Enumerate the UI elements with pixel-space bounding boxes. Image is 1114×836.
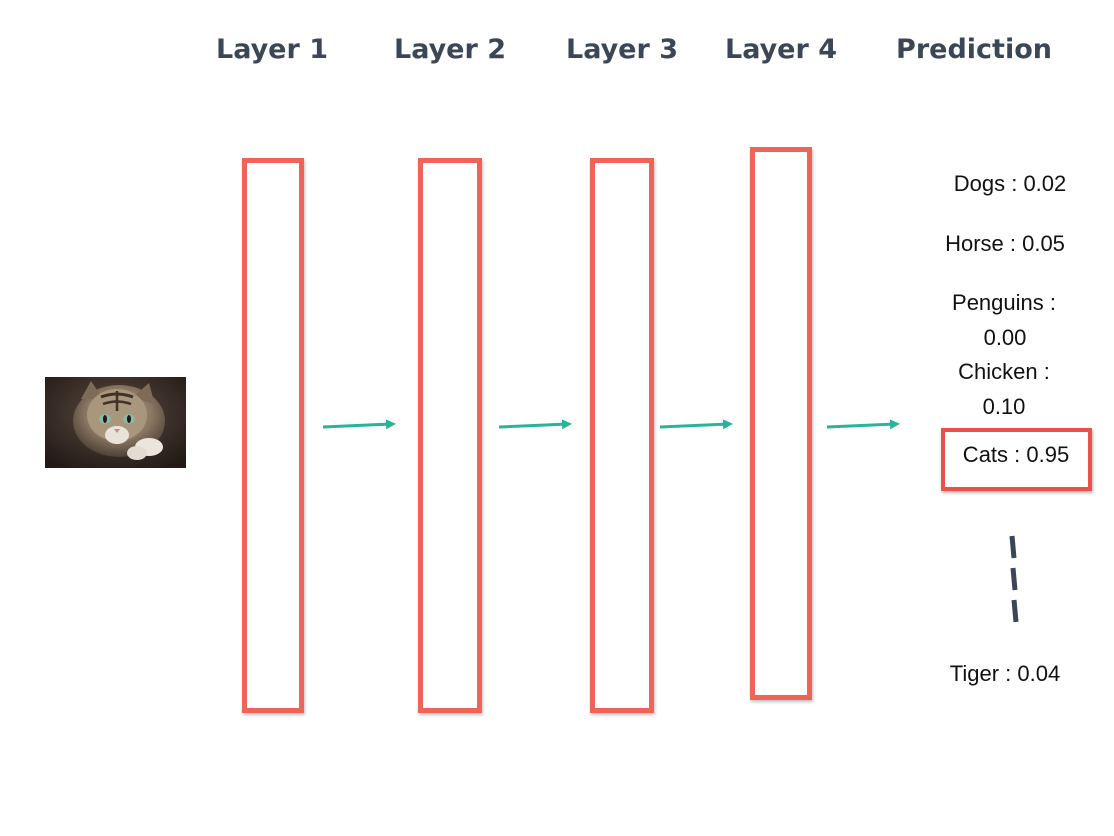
prediction-dogs: Dogs : 0.02 (953, 171, 1067, 196)
prediction-chicken-value: 0.10 (982, 394, 1026, 419)
layer-3-header: Layer 3 (565, 34, 679, 65)
arrow-3 (659, 419, 733, 430)
layer-4-header: Layer 4 (724, 34, 838, 65)
cat-image (45, 377, 186, 468)
layer-1-header: Layer 1 (215, 34, 329, 65)
prediction-header: Prediction (896, 34, 1052, 65)
prediction-cats: Cats : 0.95 (962, 442, 1070, 467)
arrow-1 (322, 419, 396, 430)
arrow-2 (498, 419, 572, 430)
layer-2-box (418, 158, 482, 713)
arrow-4 (826, 419, 900, 430)
layer-1-box (242, 158, 304, 713)
layer-4-box (750, 147, 812, 700)
prediction-horse: Horse : 0.05 (945, 231, 1065, 256)
layer-3-box (590, 158, 654, 713)
layer-2-header: Layer 2 (393, 34, 507, 65)
prediction-penguins-value: 0.00 (983, 325, 1027, 350)
prediction-chicken-label: Chicken : (958, 359, 1050, 384)
top-prediction-highlight (941, 428, 1092, 491)
prediction-tiger: Tiger : 0.04 (949, 661, 1061, 686)
prediction-penguins-label: Penguins : (952, 290, 1056, 315)
